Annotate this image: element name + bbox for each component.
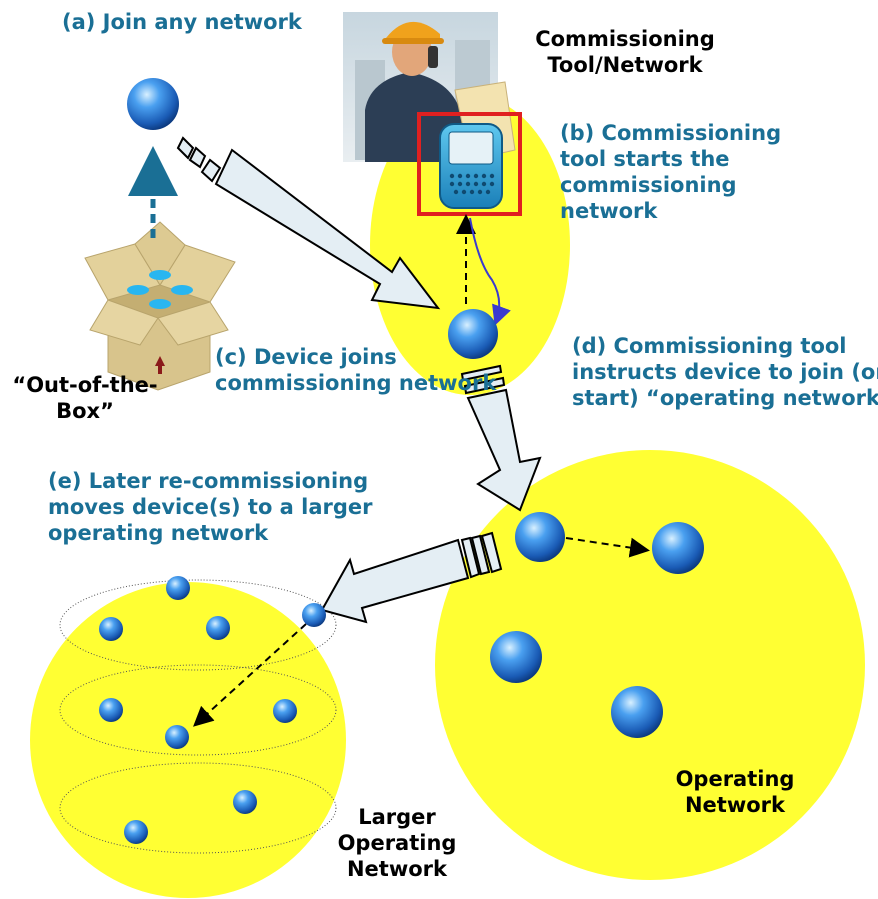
node-larger — [99, 617, 123, 641]
label-step-d: (d) Commissioning tool instructs device … — [572, 334, 878, 410]
arrow-to-larger — [320, 531, 503, 624]
arrow-to-operating — [460, 364, 542, 512]
node-commissioning — [448, 309, 498, 359]
label-larger-operating-network: Larger Operating Network — [337, 805, 457, 881]
label-step-b: (b) Commissioning tool starts the commis… — [560, 121, 782, 223]
sub-network-ring — [59, 579, 337, 671]
node-larger — [124, 820, 148, 844]
node-larger — [165, 725, 189, 749]
label-step-e: (e) Later re-commissioning moves device(… — [48, 469, 373, 545]
node-larger — [273, 699, 297, 723]
node-operating-3 — [490, 631, 542, 683]
dashed-arrow-operating-link — [565, 537, 650, 558]
arrow-join-commissioning — [176, 136, 441, 310]
dashed-arrow-larger-link — [193, 623, 307, 727]
node-operating-4 — [611, 686, 663, 738]
node-larger — [99, 698, 123, 722]
label-step-c: (c) Device joins commissioning network — [215, 345, 497, 395]
node-out-of-box — [127, 78, 179, 130]
label-step-a: (a) Join any network — [62, 10, 302, 34]
sub-network-ring — [59, 762, 337, 854]
label-commissioning-tool-network: Commissioning Tool/Network — [535, 27, 715, 77]
open-box-icon — [84, 221, 236, 391]
node-operating-2 — [652, 522, 704, 574]
label-out-of-the-box: “Out-of-the- Box” — [12, 373, 158, 423]
label-operating-network: Operating Network — [675, 767, 795, 817]
node-larger — [302, 603, 326, 627]
node-larger — [166, 576, 190, 600]
node-larger — [206, 616, 230, 640]
tool-to-device-link — [469, 217, 511, 326]
node-operating-1 — [515, 512, 565, 562]
sub-network-ring — [59, 664, 337, 756]
node-larger — [233, 790, 257, 814]
